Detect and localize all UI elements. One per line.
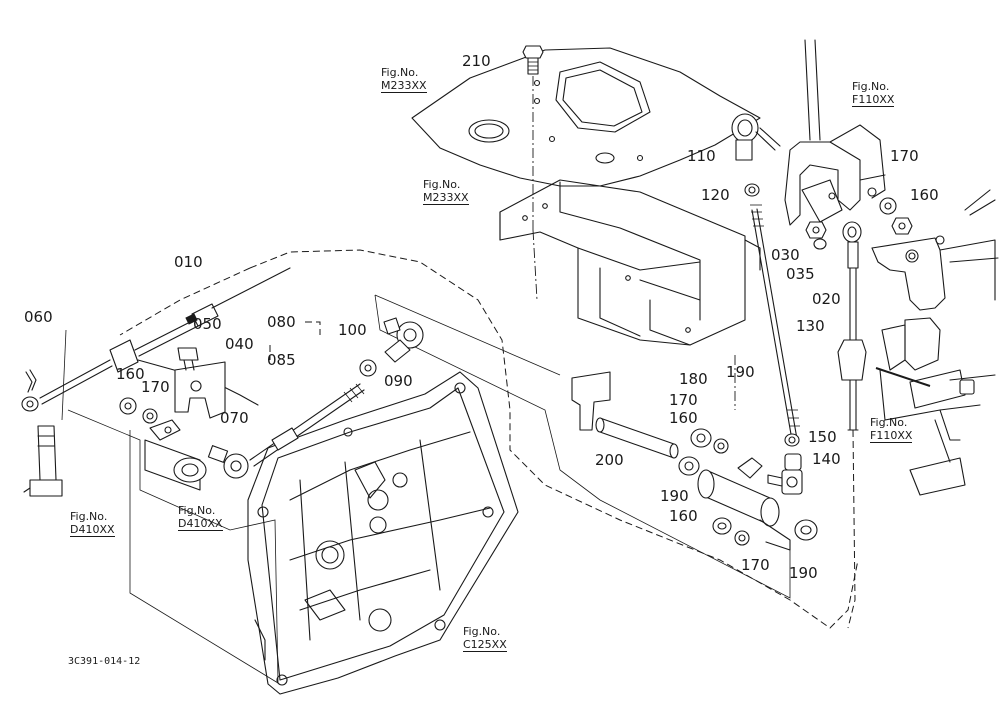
- callout-090: 090: [384, 372, 413, 390]
- callout-140: 140: [812, 450, 841, 468]
- figure-ref-c125: Fig.No. C125XX: [463, 625, 507, 653]
- figure-ref-f110-right: Fig.No. F110XX: [870, 416, 913, 444]
- callout-160-low: 160: [669, 507, 698, 525]
- right-frame: [871, 189, 999, 496]
- callout-035: 035: [786, 265, 815, 283]
- callout-170-top: 170: [890, 147, 919, 165]
- callout-190-low: 190: [789, 564, 818, 582]
- small-hardware-top: [805, 197, 913, 250]
- floor-plate: [411, 47, 761, 187]
- callout-210: 210: [462, 52, 491, 70]
- washers-left: [119, 397, 158, 424]
- shaft-200: [595, 417, 679, 459]
- pivot-collar: [697, 457, 803, 551]
- shift-arm-left: [23, 329, 67, 497]
- rod-085: [207, 317, 424, 479]
- lever-frame-left: [67, 409, 279, 684]
- callout-150: 150: [808, 428, 837, 446]
- figure-ref-d410-left: Fig.No. D410XX: [70, 510, 115, 538]
- figure-ref-m233-top: Fig.No. M233XX: [381, 66, 427, 94]
- figure-ref-d410-mid: Fig.No. D410XX: [178, 504, 223, 532]
- document-id: 3C391-014-12: [68, 656, 141, 667]
- callout-170-low: 170: [741, 556, 770, 574]
- callout-085: 085: [267, 351, 296, 369]
- callout-130: 130: [796, 317, 825, 335]
- shift-plate-assembly-outline: [374, 294, 791, 599]
- figure-ref-m233-mid: Fig.No. M233XX: [423, 178, 469, 206]
- callout-080: 080: [267, 313, 296, 331]
- rod-end-110: [731, 113, 781, 161]
- bolt-210: [522, 45, 544, 301]
- callout-110: 110: [687, 147, 716, 165]
- callout-040: 040: [225, 335, 254, 353]
- callout-030: 030: [771, 246, 800, 264]
- callout-100: 100: [338, 321, 367, 339]
- callout-020: 020: [812, 290, 841, 308]
- callout-160-top: 160: [910, 186, 939, 204]
- mount-bracket: [571, 371, 611, 431]
- callout-190-top: 190: [726, 363, 755, 381]
- callout-160-left: 160: [116, 365, 145, 383]
- callout-190-mid: 190: [660, 487, 689, 505]
- bushings-and-washers: [678, 428, 818, 546]
- cable-020: [837, 221, 867, 629]
- callout-160-mid: 160: [669, 409, 698, 427]
- callout-180: 180: [679, 370, 708, 388]
- transmission-case: [247, 371, 519, 695]
- housing-outline: [249, 249, 859, 629]
- figure-ref-f110-top: Fig.No. F110XX: [852, 80, 895, 108]
- callout-170-mid: 170: [669, 391, 698, 409]
- rod-130: [744, 183, 802, 471]
- callout-010: 010: [174, 253, 203, 271]
- shift-lever-bracket: [784, 39, 886, 226]
- callout-200: 200: [595, 451, 624, 469]
- callout-050: 050: [193, 315, 222, 333]
- callout-120: 120: [701, 186, 730, 204]
- bracket-040: [174, 347, 226, 419]
- console-bracket: [499, 179, 761, 346]
- callout-170-left: 170: [141, 378, 170, 396]
- callout-060: 060: [24, 308, 53, 326]
- callout-070: 070: [220, 409, 249, 427]
